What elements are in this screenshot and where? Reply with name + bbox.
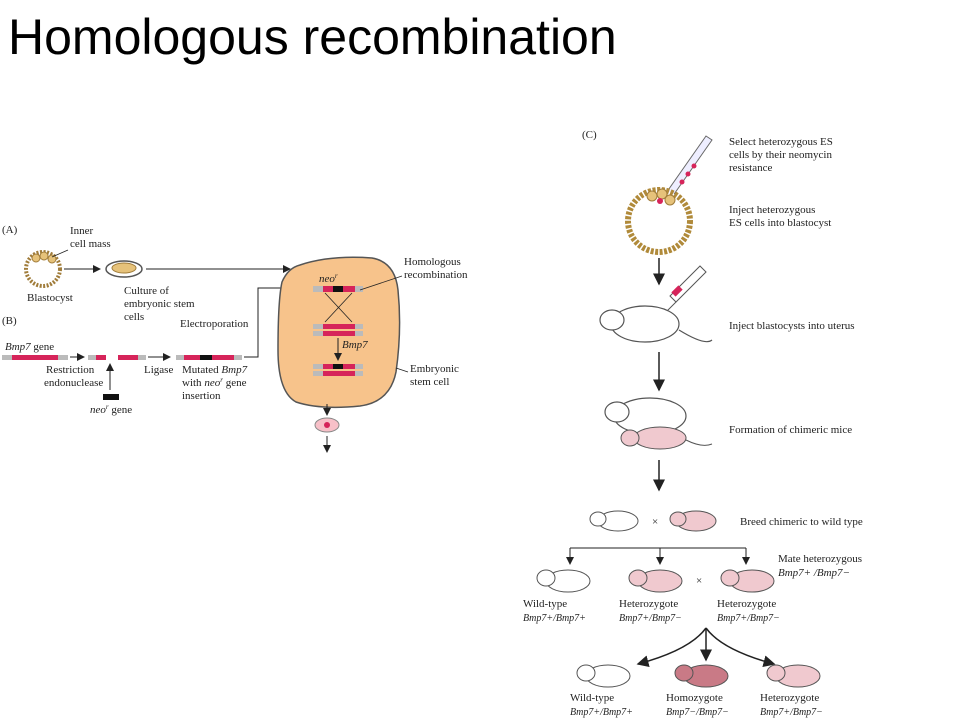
blastocyst-icon	[24, 250, 62, 288]
gen1-label-2: Heterozygote	[619, 598, 678, 610]
mate-genotype: Bmp7+ /Bmp7−	[778, 567, 850, 579]
gen2-geno-3: Bmp7+/Bmp7−	[760, 707, 823, 718]
restriction-label-1: Restriction	[46, 364, 95, 376]
gen2-label-2: Homozygote	[666, 692, 723, 704]
bmp7-label: Bmp7	[342, 339, 368, 351]
gen1-mouse-3	[720, 569, 775, 593]
step1-line-1: Select heterozygous ES	[729, 136, 833, 148]
bmp7-gene-label: Bmp7 gene	[5, 341, 54, 353]
chromosome-bars	[313, 324, 363, 336]
mate-label: Mate heterozygous	[778, 553, 862, 565]
culture-label-3: cells	[124, 311, 144, 323]
selected-cell-icon	[314, 417, 340, 433]
culture-dish-icon	[105, 260, 143, 278]
chimeric-mouse-cross-icon	[669, 510, 717, 532]
inner-cell-mass-label-2: cell mass	[70, 238, 111, 250]
wild-gene-bar	[2, 355, 68, 360]
step2-line-1: Inject heterozygous	[729, 204, 815, 216]
panel-a-tag: (A)	[2, 224, 18, 236]
culture-label-1: Culture of	[124, 285, 169, 297]
target-vector-bar	[313, 286, 363, 292]
with-neo-label: with neor gene	[182, 376, 247, 389]
step5-label: Breed chimeric to wild type	[740, 516, 863, 528]
panel-c-tag: (C)	[582, 129, 597, 141]
syringe-icon	[663, 265, 707, 315]
culture-label-2: embryonic stem	[124, 298, 195, 310]
panel-a: (A) Inner cell mass Blastocyst Culture o…	[2, 224, 291, 323]
cut-gene-bars	[88, 355, 146, 360]
blastocyst-label: Blastocyst	[27, 292, 73, 304]
cross-symbol-2: ×	[696, 575, 702, 587]
female-mouse-icon	[599, 305, 713, 343]
wildtype-mouse-cross-icon	[589, 510, 639, 532]
homologous-label-1: Homologous	[404, 256, 461, 268]
panel-c: (C) Select heterozygous ES cells by thei…	[523, 129, 863, 718]
gen2-label-1: Wild-type	[570, 692, 614, 704]
cross-symbol-1: ×	[652, 516, 658, 528]
gen2-geno-2: Bmp7−/Bmp7−	[666, 707, 729, 718]
neo-insert-bar	[103, 394, 119, 400]
gen1-mouse-2	[628, 569, 683, 593]
gen1-geno-2: Bmp7+/Bmp7−	[619, 613, 682, 624]
electroporation-label: Electroporation	[180, 318, 249, 330]
gen1-mouse-1	[536, 569, 591, 593]
mutated-label: Mutated Bmp7	[182, 364, 248, 376]
insertion-label: insertion	[182, 390, 221, 402]
mutated-gene-bar	[176, 355, 242, 360]
crossover-line-2	[324, 292, 353, 323]
gen2-label-3: Heterozygote	[760, 692, 819, 704]
gen1-label-3: Heterozygote	[717, 598, 776, 610]
step4-label: Formation of chimeric mice	[729, 424, 852, 436]
gen2-mouse-3	[766, 664, 821, 688]
gen2-mouse-1	[576, 664, 631, 688]
gen1-geno-1: Bmp7+/Bmp7+	[523, 613, 586, 624]
restriction-label-2: endonuclease	[44, 377, 103, 389]
step1-line-2: cells by their neomycin	[729, 149, 832, 161]
embryonic-label-2: stem cell	[410, 376, 449, 388]
embryonic-label-1: Embryonic	[410, 363, 459, 375]
chimeric-mice-icon	[604, 397, 713, 450]
homologous-label-2: recombination	[404, 269, 468, 281]
gen1-geno-3: Bmp7+/Bmp7−	[717, 613, 780, 624]
ligase-label: Ligase	[144, 364, 173, 376]
panel-b-tag: (B)	[2, 315, 17, 327]
recombined-bars	[313, 364, 363, 376]
panel-b: (B) Bmp7 gene Restriction endonuclease L…	[2, 256, 468, 453]
slide-title: Homologous recombination	[8, 9, 617, 65]
neo-gene-label: neor gene	[90, 403, 132, 416]
step2-line-2: ES cells into blastocyst	[729, 217, 831, 229]
gen2-geno-1: Bmp7+/Bmp7+	[570, 707, 633, 718]
step1-line-3: resistance	[729, 162, 772, 174]
blastocyst-large-icon	[625, 187, 693, 255]
inner-cell-mass-label-1: Inner	[70, 225, 94, 237]
step3-label: Inject blastocysts into uterus	[729, 320, 855, 332]
gen2-mouse-2	[674, 664, 729, 688]
gen1-label-1: Wild-type	[523, 598, 567, 610]
neo-r-label: neor	[319, 272, 338, 285]
